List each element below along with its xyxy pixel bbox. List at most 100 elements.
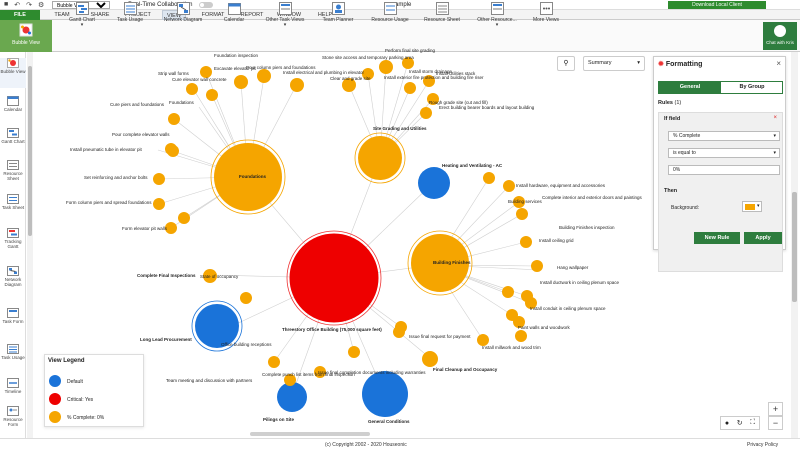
final-inspections-bubble[interactable]	[203, 269, 217, 283]
task-bubble[interactable]	[513, 316, 525, 328]
task-bubble[interactable]	[240, 292, 252, 304]
sidebar-item-task-form[interactable]: Task Form	[0, 308, 26, 324]
site-grading-bubble[interactable]	[358, 136, 402, 180]
task-bubble[interactable]	[427, 93, 439, 105]
task-bubble[interactable]	[531, 260, 543, 272]
task-bubble[interactable]	[525, 297, 537, 309]
apply-button[interactable]: Apply	[744, 232, 782, 244]
sidebar-item-resource-sheet[interactable]: Resource Sheet	[0, 160, 26, 181]
undo-icon[interactable]: ↶	[14, 2, 21, 9]
task-bubble[interactable]	[513, 196, 525, 208]
task-bubble[interactable]	[483, 172, 495, 184]
task-bubble[interactable]	[362, 68, 374, 80]
sidebar-item-timeline[interactable]: Timeline	[0, 378, 26, 394]
task-bubble[interactable]	[477, 334, 489, 346]
delete-rule-icon[interactable]: ×	[773, 115, 777, 121]
tab-general[interactable]: General	[659, 82, 721, 93]
pilings-bubble[interactable]	[277, 382, 307, 412]
settings-icon[interactable]: ⚙	[37, 2, 45, 9]
menu-report[interactable]: REPORT	[240, 12, 264, 18]
team-planner-button[interactable]: Team Planner	[318, 2, 358, 23]
canvas-horizontal-scrollbar[interactable]	[250, 432, 370, 436]
root-task-bubble[interactable]	[289, 233, 379, 323]
value-input[interactable]: 0%	[668, 165, 780, 175]
task-bubble[interactable]	[342, 78, 356, 92]
menu-format[interactable]: FORMAT	[201, 12, 225, 18]
tab-by-group[interactable]: By Group	[739, 84, 765, 90]
task-bubble[interactable]	[178, 212, 190, 224]
redo-icon[interactable]: ↷	[26, 2, 32, 9]
sidebar-scrollbar[interactable]	[27, 52, 33, 438]
foundations-bubble[interactable]	[214, 143, 282, 211]
gantt-chart-button[interactable]: Gantt Chart ▾	[64, 2, 100, 28]
sidebar-item-gantt-chart[interactable]: Gantt Chart	[0, 128, 26, 144]
task-bubble[interactable]	[165, 143, 177, 155]
center-icon[interactable]: ●	[724, 419, 730, 427]
new-rule-button[interactable]: New Rule	[694, 232, 740, 244]
bubble-graph[interactable]	[34, 52, 791, 438]
sidebar-item-task-sheet[interactable]: Task Sheet	[0, 194, 26, 210]
canvas-scrollbar[interactable]	[791, 52, 798, 438]
menu-team[interactable]: TEAM	[54, 12, 70, 18]
final-cleanup-bubble[interactable]	[422, 351, 438, 367]
menu-share[interactable]: SHARE	[90, 12, 110, 18]
task-bubble[interactable]	[404, 82, 416, 94]
task-bubble[interactable]	[290, 78, 304, 92]
task-bubble[interactable]	[503, 180, 515, 192]
task-bubble[interactable]	[379, 60, 393, 74]
save-icon[interactable]: ■	[4, 1, 9, 8]
task-bubble[interactable]	[153, 198, 165, 210]
task-bubble[interactable]	[516, 208, 528, 220]
more-views-button[interactable]: More Views	[530, 2, 562, 23]
menu-file[interactable]: FILE	[0, 10, 40, 20]
resource-usage-button[interactable]: Resource Usage	[368, 2, 412, 23]
task-bubble[interactable]	[314, 366, 326, 378]
hvac-bubble[interactable]	[418, 167, 450, 199]
menu-window[interactable]: WINDOW	[276, 12, 302, 18]
refresh-icon[interactable]: ↻	[736, 420, 743, 427]
sidebar-item-tracking-gantt[interactable]: Tracking Gantt	[0, 228, 26, 249]
scrollbar-thumb[interactable]	[792, 192, 797, 302]
task-bubble[interactable]	[165, 222, 177, 234]
field-select[interactable]: % Complete ▾	[668, 131, 780, 141]
task-bubble[interactable]	[423, 75, 435, 87]
scrollbar-thumb[interactable]	[28, 66, 32, 236]
realtime-toggle[interactable]	[199, 2, 213, 8]
long-lead-bubble[interactable]	[195, 304, 239, 348]
chat-button[interactable]: Chat with Kris	[763, 22, 797, 50]
task-bubble[interactable]	[234, 75, 248, 89]
task-bubble[interactable]	[206, 89, 218, 101]
operator-select[interactable]: is equal to ▾	[668, 148, 780, 158]
task-bubble[interactable]	[515, 330, 527, 342]
building-finishes-bubble[interactable]	[411, 234, 469, 292]
summary-select[interactable]: Summary ▾	[583, 56, 645, 71]
task-usage-button[interactable]: Task Usage	[114, 2, 146, 23]
task-bubble[interactable]	[520, 236, 532, 248]
task-bubble[interactable]	[257, 69, 271, 83]
sidebar-item-task-usage[interactable]: Task Usage	[0, 344, 26, 360]
zoom-out-button[interactable]: −	[768, 416, 783, 430]
calendar-button[interactable]: Calendar	[220, 2, 248, 23]
menu-view[interactable]: VIEW	[162, 10, 186, 20]
task-bubble[interactable]	[502, 286, 514, 298]
task-bubble[interactable]	[420, 107, 432, 119]
close-icon[interactable]: ×	[776, 59, 781, 68]
task-bubble[interactable]	[402, 57, 414, 69]
other-resource-views-button[interactable]: Other Resource... ▾	[472, 2, 522, 28]
sidebar-item-network-diagram[interactable]: Network Diagram	[0, 266, 26, 287]
search-button[interactable]: ⚲	[557, 56, 575, 71]
fit-icon[interactable]: ⛶	[750, 419, 756, 426]
other-task-views-button[interactable]: Other Task Views ▾	[262, 2, 308, 28]
bubbles[interactable]	[153, 57, 543, 417]
menu-project[interactable]: PROJECT	[125, 12, 151, 18]
task-bubble[interactable]	[348, 346, 360, 358]
task-bubble[interactable]	[153, 173, 165, 185]
privacy-policy-link[interactable]: Privacy Policy	[747, 442, 779, 448]
task-bubble[interactable]	[200, 66, 212, 78]
task-bubble[interactable]	[268, 356, 280, 368]
sidebar-item-calendar[interactable]: Calendar	[0, 96, 26, 112]
bubble-canvas[interactable]: Threestory Office Building (75,000 squar…	[34, 48, 791, 438]
download-client-button[interactable]: Download Local Client	[668, 1, 766, 9]
resource-sheet-button[interactable]: Resource Sheet	[420, 2, 464, 23]
background-color-picker[interactable]: ▾	[742, 201, 762, 212]
